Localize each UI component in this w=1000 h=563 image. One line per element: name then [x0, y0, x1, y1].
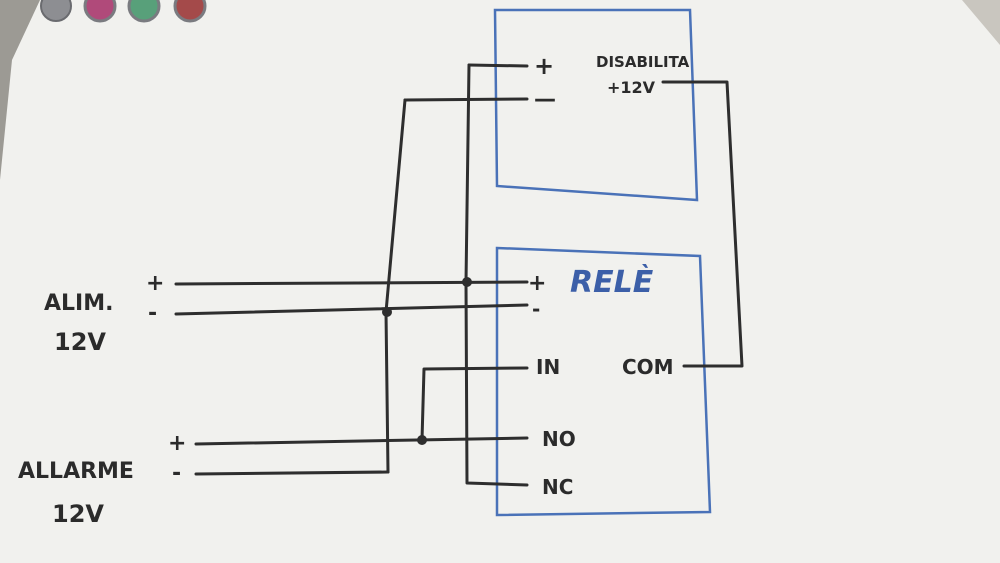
supply-minus-label: - [148, 301, 157, 326]
magnet-1 [40, 0, 72, 22]
supply-label-line1: ALIM. [44, 291, 113, 316]
relay-plus-label: + [528, 271, 546, 296]
alarm-minus-label: - [172, 461, 181, 486]
magnet-2 [83, 0, 117, 23]
alarm-plus-label: + [168, 431, 186, 456]
relay-no-label: NO [542, 427, 576, 451]
wire-com-output [661, 80, 744, 368]
wire-supply-plus [174, 280, 529, 286]
supply-label-line2: 12V [54, 328, 106, 356]
alarm-label-line2: 12V [52, 500, 104, 528]
junction-alarm-plus [417, 435, 427, 445]
relay-title: RELÈ [570, 264, 654, 300]
device-minus-label: — [534, 87, 556, 112]
wire-alarm-minus [194, 470, 390, 476]
whiteboard-frame [962, 0, 1000, 45]
magnets [40, 0, 207, 23]
relay-box [495, 246, 712, 517]
device-box [493, 8, 699, 202]
magnet-4 [173, 0, 207, 23]
alarm-label-line1: ALLARME [18, 459, 134, 484]
relay-minus-label: - [532, 297, 540, 321]
device-label-line2: +12V [607, 78, 656, 97]
wire-supply-minus [174, 303, 529, 316]
device-plus-label: + [534, 52, 554, 80]
junction-plus [462, 277, 472, 287]
junction-minus [382, 307, 392, 317]
supply-plus-label: + [146, 271, 164, 296]
wire-alarm-plus [194, 436, 529, 446]
wire-device-minus [403, 97, 529, 102]
wire-plus-vertical [464, 63, 529, 487]
relay-nc-label: NC [542, 475, 573, 499]
device-label-line1: DISABILITA [596, 53, 690, 71]
magnet-3 [127, 0, 161, 23]
wire-in-loop [420, 366, 529, 442]
wire-device-plus [467, 63, 529, 68]
relay-com-label: COM [622, 355, 674, 379]
relay-in-label: IN [536, 355, 560, 379]
